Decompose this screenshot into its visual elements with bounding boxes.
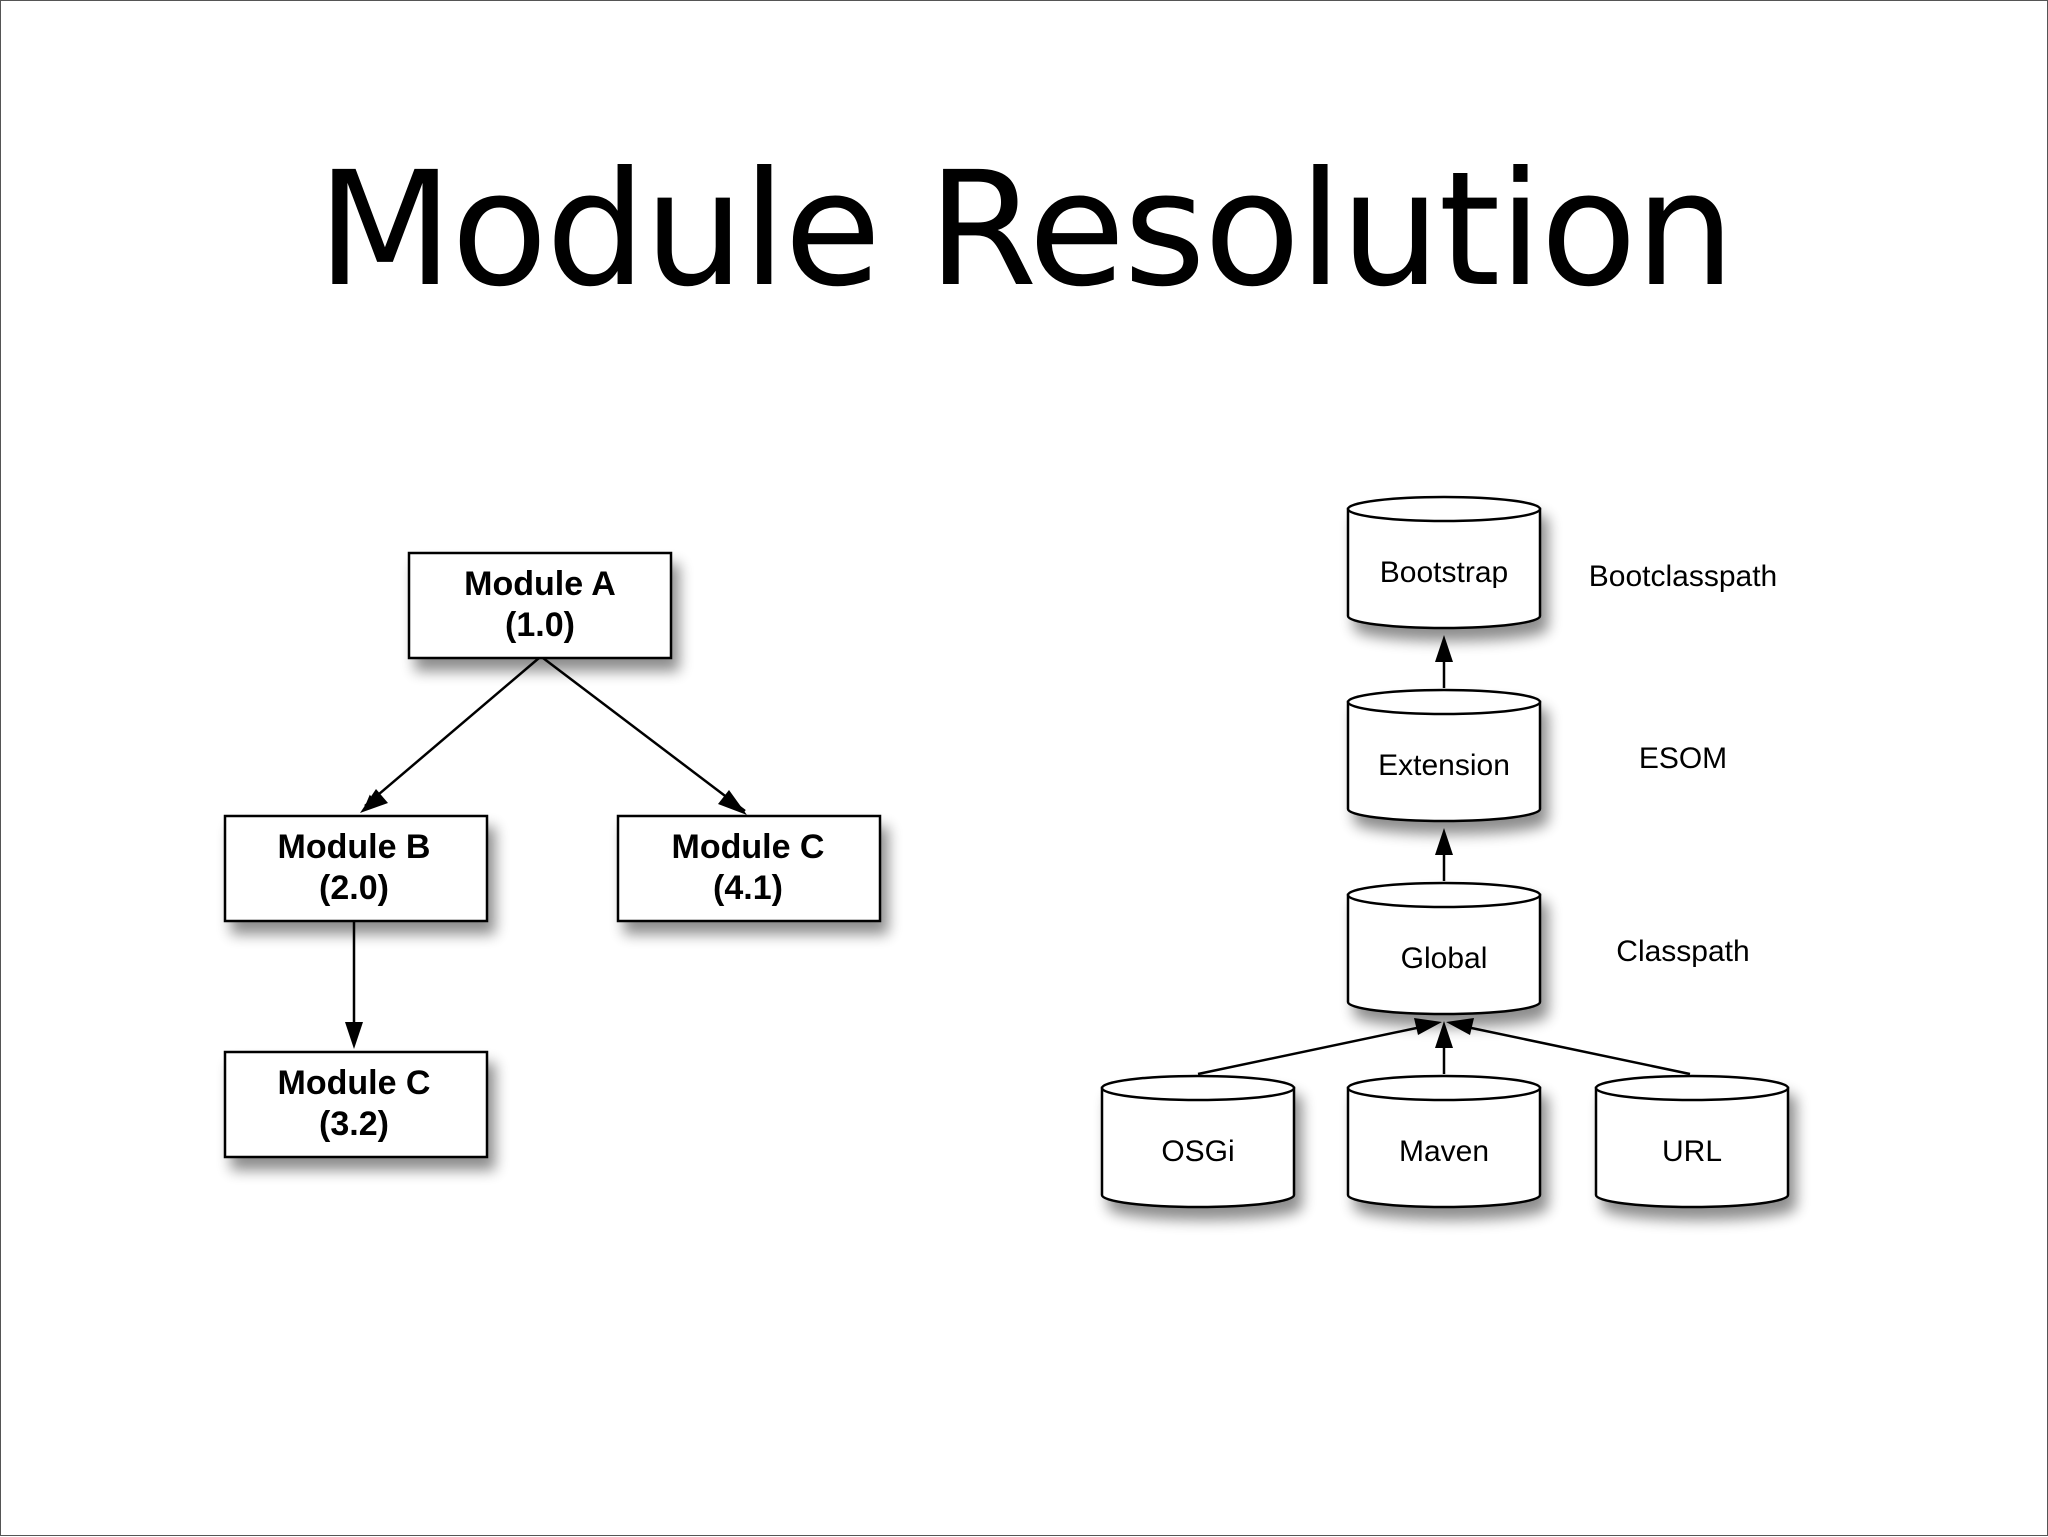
module-c-bottom-node (223, 1050, 489, 1159)
osgi-cylinder (1100, 1074, 1296, 1209)
extension-label: Extension (1378, 749, 1510, 782)
dependency-tree: Module A (1.0) Module B (2.0) Module C (… (223, 551, 882, 1159)
url-label: URL (1662, 1135, 1722, 1168)
module-c-top-version: (4.1) (713, 869, 783, 907)
module-b-node (223, 814, 489, 923)
maven-label: Maven (1399, 1135, 1489, 1168)
module-a-node (407, 551, 673, 660)
bootstrap-label: Bootstrap (1380, 556, 1508, 589)
edge-a-to-c-top (542, 657, 746, 812)
module-c-bottom-name: Module C (278, 1064, 431, 1102)
arrowhead-c-bottom (345, 1022, 363, 1049)
classpath-label: Classpath (1616, 935, 1749, 968)
arrowhead-extension (1435, 828, 1453, 855)
module-a-name: Module A (464, 565, 616, 603)
edge-url-to-global (1461, 1024, 1691, 1076)
arrowhead-bootstrap (1435, 635, 1453, 662)
bootclasspath-label: Bootclasspath (1589, 560, 1777, 593)
bootstrap-cylinder (1346, 495, 1542, 630)
module-c-bottom-version: (3.2) (319, 1105, 389, 1143)
module-b-version: (2.0) (319, 869, 389, 907)
arrowhead-global-center (1435, 1021, 1453, 1048)
module-c-top-name: Module C (672, 828, 825, 866)
module-a-version: (1.0) (505, 606, 575, 644)
module-b-name: Module B (278, 828, 431, 866)
slide-title: Module Resolution (316, 138, 1735, 322)
osgi-label: OSGi (1161, 1135, 1234, 1168)
extension-cylinder (1346, 688, 1542, 823)
edge-a-to-b (364, 657, 540, 807)
classloader-stack: Bootstrap Bootclasspath Extension ESOM G… (1100, 495, 1790, 1209)
maven-cylinder (1346, 1074, 1542, 1209)
arrowhead-global-left (1414, 1018, 1442, 1035)
url-cylinder (1594, 1074, 1790, 1209)
arrowhead-global-right (1446, 1018, 1474, 1035)
esom-label: ESOM (1639, 742, 1727, 775)
arrowhead-c-top (718, 790, 747, 815)
edge-osgi-to-global (1197, 1024, 1427, 1076)
global-label: Global (1401, 942, 1488, 975)
module-c-top-node (616, 814, 882, 923)
global-cylinder (1346, 881, 1542, 1016)
arrowhead-b (360, 789, 388, 813)
